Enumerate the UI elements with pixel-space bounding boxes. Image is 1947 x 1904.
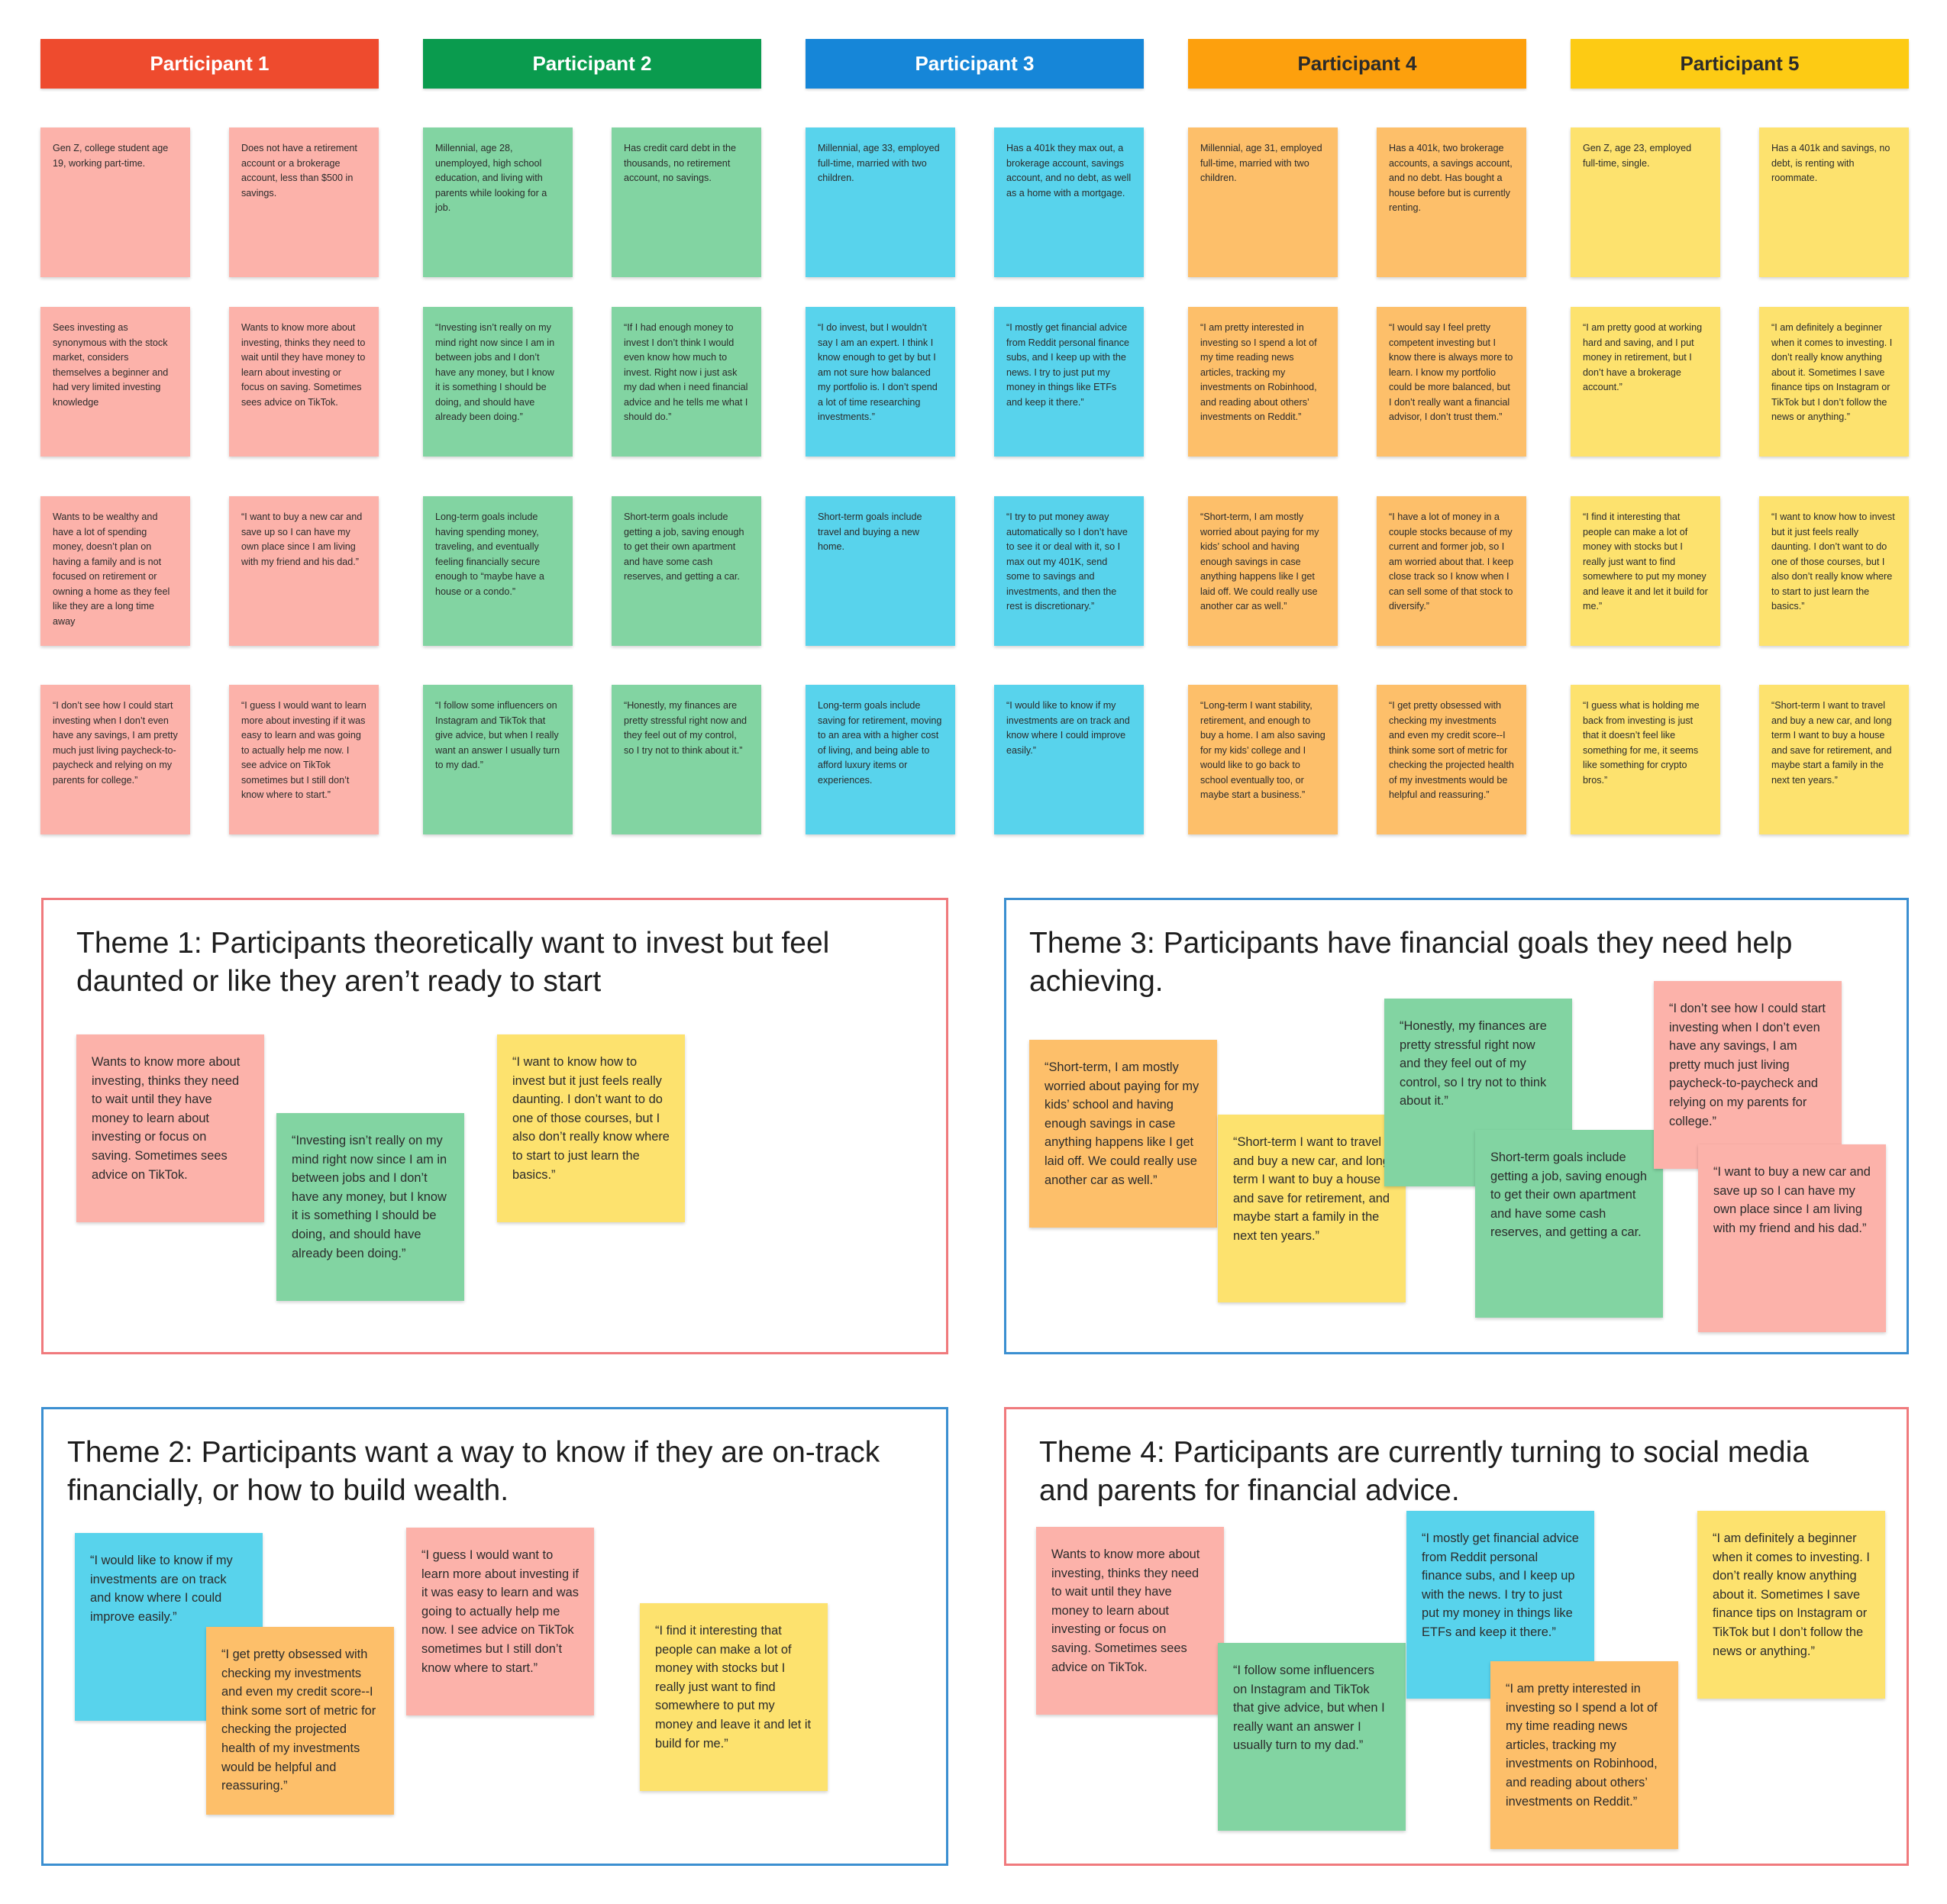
participant-4-note[interactable]: “I am pretty interested in investing so … xyxy=(1188,307,1338,457)
theme-4-box: Theme 4: Participants are currently turn… xyxy=(1004,1407,1909,1866)
theme-2-note[interactable]: “I guess I would want to learn more abou… xyxy=(406,1528,594,1715)
theme-3-box: Theme 3: Participants have financial goa… xyxy=(1004,898,1909,1354)
participant-1-note[interactable]: “I guess I would want to learn more abou… xyxy=(229,685,379,834)
theme-3-title: Theme 3: Participants have financial goa… xyxy=(1029,927,1793,998)
participant-5-note[interactable]: “I find it interesting that people can m… xyxy=(1571,496,1720,646)
participant-4-note[interactable]: Millennial, age 31, employed full-time, … xyxy=(1188,127,1338,277)
theme-3-note[interactable]: “I don’t see how I could start investing… xyxy=(1654,981,1842,1169)
theme-1-title: Theme 1: Participants theoretically want… xyxy=(76,927,830,998)
participant-1-note[interactable]: Sees investing as synonymous with the st… xyxy=(40,307,190,457)
theme-3-note[interactable]: Short-term goals include getting a job, … xyxy=(1475,1130,1663,1318)
participant-3-note[interactable]: Long-term goals include saving for retir… xyxy=(806,685,955,834)
theme-4-note[interactable]: Wants to know more about investing, thin… xyxy=(1036,1527,1224,1715)
theme-3-note[interactable]: “Short-term, I am mostly worried about p… xyxy=(1029,1040,1217,1228)
participant-1-note[interactable]: “I don’t see how I could start investing… xyxy=(40,685,190,834)
theme-4-note[interactable]: “I am definitely a beginner when it come… xyxy=(1697,1511,1885,1699)
participant-3-note[interactable]: “I do invest, but I wouldn’t say I am an… xyxy=(806,307,955,457)
participant-1-note[interactable]: Wants to be wealthy and have a lot of sp… xyxy=(40,496,190,646)
participant-2-note[interactable]: “If I had enough money to invest I don’t… xyxy=(612,307,761,457)
participant-1-note[interactable]: “I want to buy a new car and save up so … xyxy=(229,496,379,646)
participant-1-note[interactable]: Wants to know more about investing, thin… xyxy=(229,307,379,457)
theme-4-title: Theme 4: Participants are currently turn… xyxy=(1039,1436,1809,1507)
theme-2-note[interactable]: “I find it interesting that people can m… xyxy=(640,1603,828,1791)
participant-5-header: Participant 5 xyxy=(1571,39,1909,89)
participant-3-note[interactable]: Has a 401k they max out, a brokerage acc… xyxy=(994,127,1144,277)
theme-1-note[interactable]: “I want to know how to invest but it jus… xyxy=(497,1034,685,1222)
participant-5-note[interactable]: “I am pretty good at working hard and sa… xyxy=(1571,307,1720,457)
theme-2-title: Theme 2: Participants want a way to know… xyxy=(67,1436,880,1507)
participant-5-note[interactable]: “I am definitely a beginner when it come… xyxy=(1759,307,1909,457)
participant-2-note[interactable]: Has credit card debt in the thousands, n… xyxy=(612,127,761,277)
participant-2-header: Participant 2 xyxy=(423,39,761,89)
participant-2-note[interactable]: “Honestly, my finances are pretty stress… xyxy=(612,685,761,834)
participant-4-note[interactable]: “Long-term I want stability, retirement,… xyxy=(1188,685,1338,834)
participant-2-note[interactable]: “Investing isn’t really on my mind right… xyxy=(423,307,573,457)
participant-2-note[interactable]: “I follow some influencers on Instagram … xyxy=(423,685,573,834)
theme-4-note[interactable]: “I am pretty interested in investing so … xyxy=(1490,1661,1678,1849)
participant-1-note[interactable]: Does not have a retirement account or a … xyxy=(229,127,379,277)
participant-4-note[interactable]: “I have a lot of money in a couple stock… xyxy=(1377,496,1526,646)
participant-2-note[interactable]: Millennial, age 28, unemployed, high sch… xyxy=(423,127,573,277)
participant-5-note[interactable]: Has a 401k and savings, no debt, is rent… xyxy=(1759,127,1909,277)
participant-4-note[interactable]: “Short-term, I am mostly worried about p… xyxy=(1188,496,1338,646)
participant-5-note[interactable]: “Short-term I want to travel and buy a n… xyxy=(1759,685,1909,834)
participant-2-note[interactable]: Long-term goals include having spending … xyxy=(423,496,573,646)
participant-3-note[interactable]: Millennial, age 33, employed full-time, … xyxy=(806,127,955,277)
participant-3-note[interactable]: “I would like to know if my investments … xyxy=(994,685,1144,834)
participant-3-note[interactable]: Short-term goals include travel and buyi… xyxy=(806,496,955,646)
participant-1-note[interactable]: Gen Z, college student age 19, working p… xyxy=(40,127,190,277)
theme-1-note[interactable]: Wants to know more about investing, thin… xyxy=(76,1034,264,1222)
participant-4-header: Participant 4 xyxy=(1188,39,1526,89)
participant-3-note[interactable]: “I mostly get financial advice from Redd… xyxy=(994,307,1144,457)
participant-3-note[interactable]: “I try to put money away automatically s… xyxy=(994,496,1144,646)
theme-3-note[interactable]: “I want to buy a new car and save up so … xyxy=(1698,1144,1886,1332)
participant-4-note[interactable]: “I get pretty obsessed with checking my … xyxy=(1377,685,1526,834)
participant-5-note[interactable]: “I guess what is holding me back from in… xyxy=(1571,685,1720,834)
participant-2-note[interactable]: Short-term goals include getting a job, … xyxy=(612,496,761,646)
participant-4-note[interactable]: Has a 401k, two brokerage accounts, a sa… xyxy=(1377,127,1526,277)
participant-3-header: Participant 3 xyxy=(806,39,1144,89)
participant-5-note[interactable]: Gen Z, age 23, employed full-time, singl… xyxy=(1571,127,1720,277)
participant-1-header: Participant 1 xyxy=(40,39,379,89)
participant-4-note[interactable]: “I would say I feel pretty competent inv… xyxy=(1377,307,1526,457)
theme-2-note[interactable]: “I get pretty obsessed with checking my … xyxy=(206,1627,394,1815)
theme-1-box: Theme 1: Participants theoretically want… xyxy=(41,898,948,1354)
theme-3-note[interactable]: “Short-term I want to travel and buy a n… xyxy=(1218,1115,1406,1302)
theme-2-box: Theme 2: Participants want a way to know… xyxy=(41,1407,948,1866)
participant-5-note[interactable]: “I want to know how to invest but it jus… xyxy=(1759,496,1909,646)
theme-1-note[interactable]: “Investing isn’t really on my mind right… xyxy=(276,1113,464,1301)
theme-4-note[interactable]: “I follow some influencers on Instagram … xyxy=(1218,1643,1406,1831)
